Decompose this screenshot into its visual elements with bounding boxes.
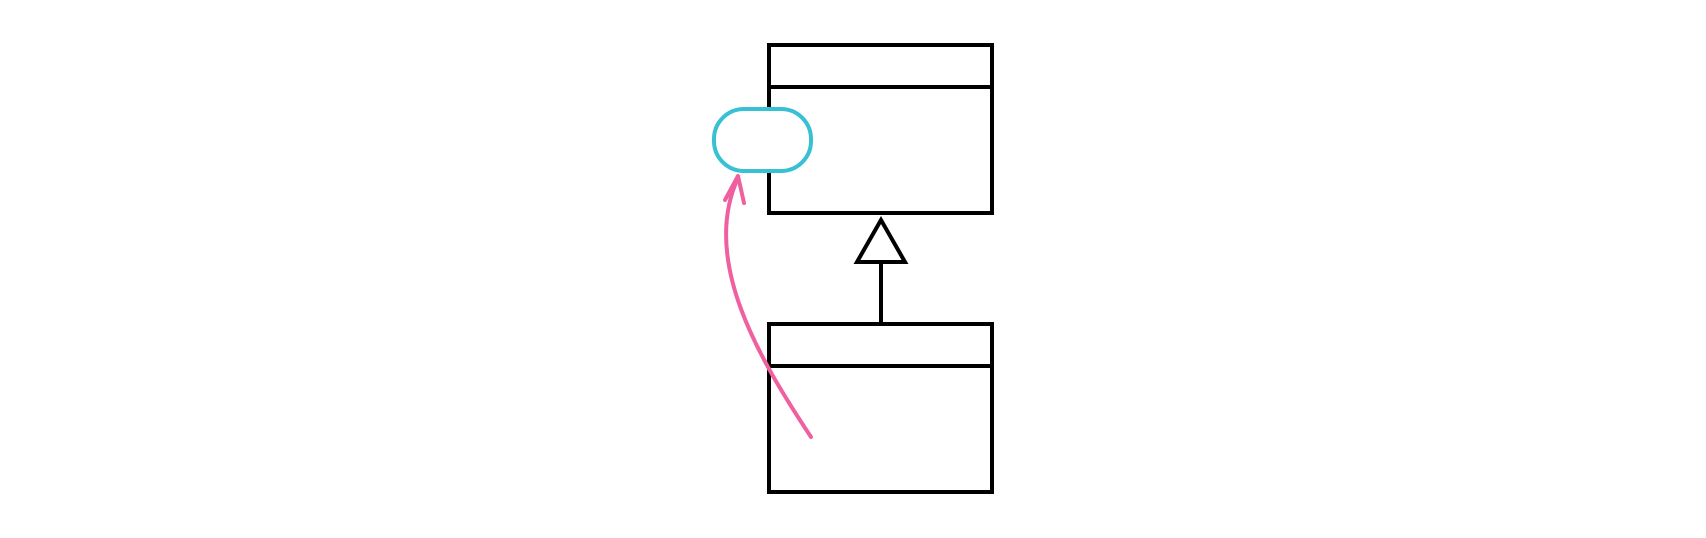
- child-class: [767, 322, 994, 494]
- child-class-box: [767, 322, 994, 494]
- inheritance-arrow: [853, 215, 909, 324]
- annotation-arrow: [723, 174, 813, 439]
- annotation-arrowhead: [723, 174, 746, 205]
- highlight-marker: [712, 107, 813, 173]
- inheritance-triangle-head: [853, 215, 909, 264]
- annotation-arrow-curve: [724, 176, 813, 439]
